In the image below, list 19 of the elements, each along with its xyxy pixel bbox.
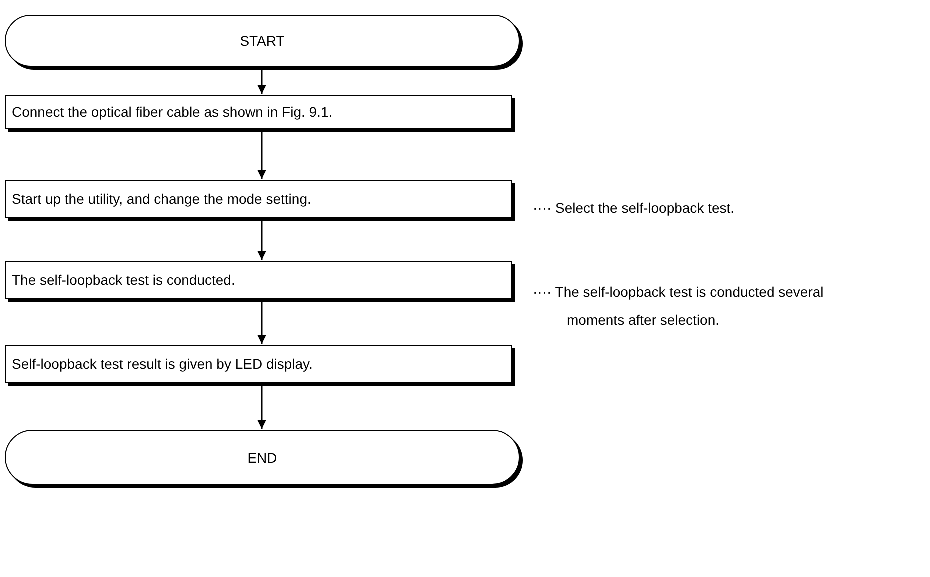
step-text: END — [248, 450, 278, 466]
process-box — [5, 261, 512, 299]
arrow — [258, 386, 266, 429]
process-box — [5, 180, 512, 218]
arrow — [258, 70, 266, 94]
step-text: Start up the utility, and change the mode setting. — [12, 191, 312, 207]
step-text: The self-loopback test is conducted. — [12, 272, 236, 288]
step-text: Connect the optical fiber cable as shown in Fig. 9.1. — [12, 104, 333, 120]
note-text: ···· The self-loopback test is conducted several moments after selection. — [533, 283, 825, 330]
process-box — [5, 95, 512, 129]
terminal-shape — [5, 15, 520, 67]
arrow — [258, 302, 266, 344]
arrow — [258, 132, 266, 179]
note-text: ···· Select the self-loopback test. — [533, 199, 736, 218]
process-box — [5, 345, 512, 383]
terminal-shape — [5, 430, 520, 485]
step-text: Self-loopback test result is given by LED display. — [12, 356, 313, 372]
step-text: START — [240, 33, 285, 49]
arrow — [258, 221, 266, 260]
